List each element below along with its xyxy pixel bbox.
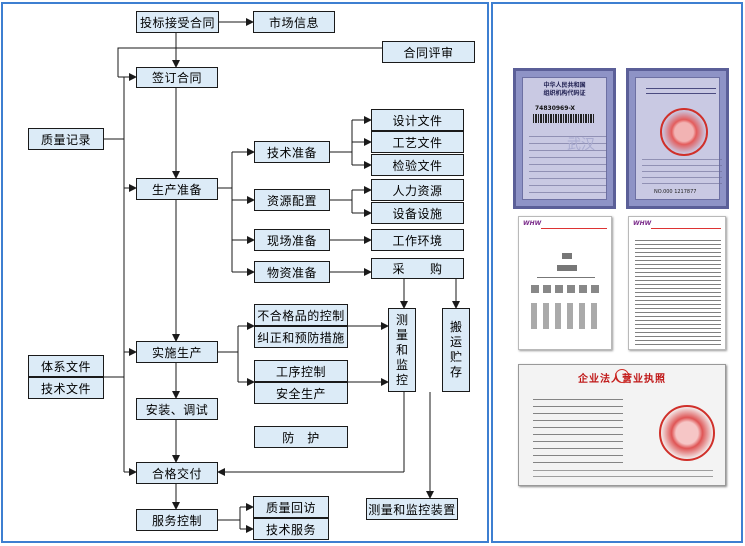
storage-char: 贮 bbox=[449, 350, 462, 364]
red-seal-large bbox=[660, 108, 708, 156]
license-red-seal bbox=[659, 405, 715, 461]
work-environment-box: 工作环境 bbox=[371, 229, 464, 251]
corrective-preventive-box: 纠正和预防措施 bbox=[254, 326, 348, 348]
measure-device-box: 测量和监控装置 bbox=[366, 498, 458, 520]
certificates-panel bbox=[491, 2, 743, 543]
protection-box: 防 护 bbox=[254, 426, 348, 448]
cert-text-lines bbox=[529, 130, 607, 198]
equipment-box: 设备设施 bbox=[371, 202, 464, 224]
business-license-document: 企业法人营业执照 bbox=[518, 364, 726, 486]
license-text-lines bbox=[533, 393, 623, 463]
system-docs-box: 体系文件 bbox=[28, 355, 104, 377]
storage-char: 存 bbox=[449, 365, 462, 379]
doc-header-line bbox=[541, 221, 607, 229]
license-footer-lines bbox=[533, 465, 713, 479]
barcode bbox=[533, 114, 595, 123]
safe-production-box: 安全生产 bbox=[254, 382, 348, 404]
contract-review-box: 合同评审 bbox=[382, 41, 475, 63]
tech-docs-box: 技术文件 bbox=[28, 377, 104, 399]
material-prep-box: 物资准备 bbox=[254, 261, 330, 283]
inspection-docs-box: 检验文件 bbox=[371, 154, 464, 176]
org-chart-document: WHW bbox=[518, 216, 612, 350]
doc-header-line bbox=[651, 221, 721, 229]
watermark: 武汉 bbox=[567, 137, 595, 153]
quality-record-box: 质量记录 bbox=[28, 128, 104, 150]
org-code-back-number: NO.000 1217877 bbox=[654, 189, 697, 195]
qualified-delivery-box: 合格交付 bbox=[136, 462, 218, 484]
measure-char: 和 bbox=[395, 342, 408, 357]
measure-monitor-vertical-box: 测 量 和 监 控 bbox=[388, 308, 416, 392]
cert-back-header-lines bbox=[646, 84, 716, 96]
market-info-box: 市场信息 bbox=[253, 11, 335, 33]
storage-char: 运 bbox=[449, 335, 462, 349]
measure-char: 控 bbox=[395, 372, 408, 387]
license-emblem bbox=[615, 369, 629, 383]
org-code-certificate-front: 中华人民共和国 组织机构代码证 74830969-X 武汉 bbox=[513, 68, 616, 209]
tech-prep-box: 技术准备 bbox=[254, 141, 330, 163]
org-code-certificate-back: NO.000 1217877 bbox=[626, 68, 729, 209]
resource-config-box: 资源配置 bbox=[254, 189, 330, 211]
cert-back-text-lines bbox=[642, 154, 722, 184]
staff-list-document: WHW bbox=[628, 216, 726, 350]
design-docs-box: 设计文件 bbox=[371, 109, 464, 131]
handling-storage-vertical-box: 搬 运 贮 存 bbox=[442, 308, 470, 392]
measure-char: 监 bbox=[395, 357, 408, 372]
service-control-box: 服务控制 bbox=[136, 509, 218, 531]
bid-accept-contract-box: 投标接受合同 bbox=[136, 11, 219, 33]
quality-revisit-box: 质量回访 bbox=[253, 496, 329, 518]
staff-table-lines bbox=[635, 237, 721, 345]
production-prep-box: 生产准备 bbox=[136, 178, 218, 200]
process-control-box: 工序控制 bbox=[254, 360, 348, 382]
flowchart-panel bbox=[1, 2, 489, 543]
company-logo: WHW bbox=[633, 220, 652, 227]
implement-production-box: 实施生产 bbox=[136, 341, 218, 363]
company-logo: WHW bbox=[523, 220, 542, 227]
org-chart-boxes bbox=[527, 247, 605, 337]
site-prep-box: 现场准备 bbox=[254, 229, 330, 251]
purchase-box: 采 购 bbox=[371, 258, 464, 279]
process-docs-box: 工艺文件 bbox=[371, 131, 464, 153]
org-code-number: 74830969-X bbox=[535, 105, 576, 112]
nonconforming-control-box: 不合格品的控制 bbox=[254, 304, 348, 326]
sign-contract-box: 签订合同 bbox=[136, 67, 218, 88]
storage-char: 搬 bbox=[449, 320, 462, 334]
human-resources-box: 人力资源 bbox=[371, 179, 464, 201]
org-code-title-line2: 组织机构代码证 bbox=[543, 90, 586, 97]
measure-char: 量 bbox=[395, 327, 408, 342]
measure-char: 测 bbox=[395, 312, 408, 327]
install-debug-box: 安装、调试 bbox=[136, 398, 218, 420]
org-code-title-line1: 中华人民共和国 bbox=[543, 82, 586, 89]
tech-service-box: 技术服务 bbox=[253, 518, 329, 540]
